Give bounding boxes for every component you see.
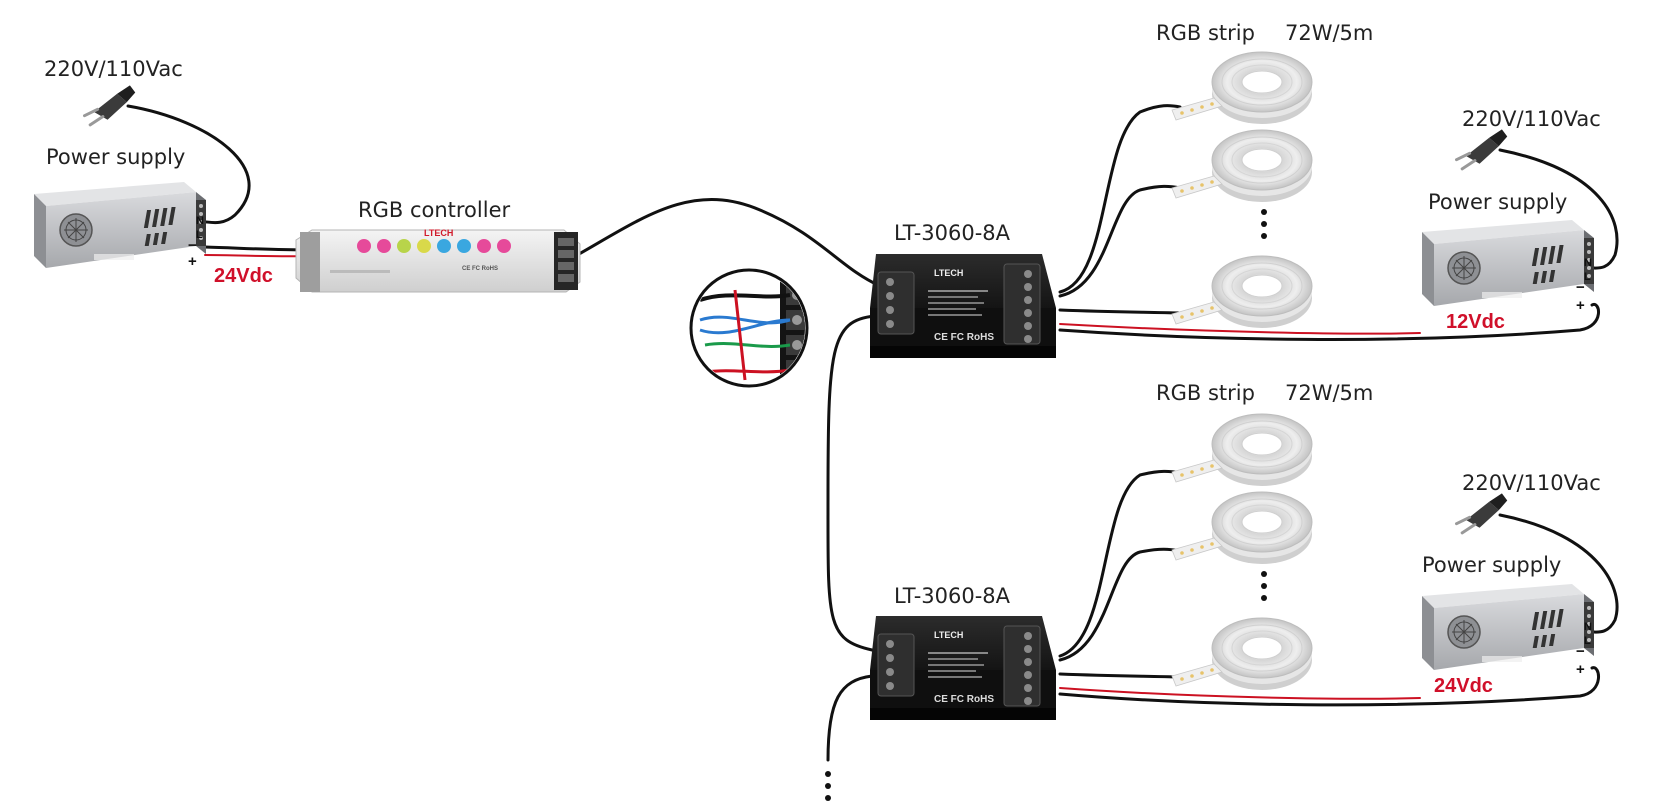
svg-text:CE FC RoHS: CE FC RoHS <box>462 266 498 272</box>
bottom-right-psu-terminal-marks: N L − + <box>1576 621 1592 678</box>
left-psu-label: Power supply <box>46 145 185 169</box>
left-psu-terminal-marks: N L − + <box>188 215 204 270</box>
terminal-l-label: L <box>1584 635 1591 647</box>
wire-signal-cascade <box>826 314 877 652</box>
terminal-n-label: N <box>1584 257 1592 269</box>
wire-pwr-bot <box>1058 666 1600 707</box>
wire-out-top-1 <box>1058 104 1182 294</box>
bottom-amp-model-label: LT-3060-8A <box>894 584 1011 608</box>
bottom-amplifier: LTECH CE FC RoHS <box>869 615 1057 721</box>
wire-mains-top-right <box>1498 148 1619 270</box>
plug-icon <box>1451 491 1513 536</box>
bottom-strip-power: 72W/5m <box>1285 381 1373 405</box>
wire-out-bot-1 <box>1058 469 1182 658</box>
led-reel-icon <box>1171 129 1313 203</box>
rgb-controller: LTECH CE FC RoHS <box>295 228 581 293</box>
bottom-amp-brand: LTECH <box>934 630 963 640</box>
bottom-right-mains-label: 220V/110Vac <box>1462 471 1601 495</box>
top-right-psu-label: Power supply <box>1428 190 1567 214</box>
top-amp-model-label: LT-3060-8A <box>894 221 1011 245</box>
terminal-l-label: L <box>196 229 203 241</box>
wire-out-top-3 <box>1058 308 1182 315</box>
wire-signal-continue <box>826 674 874 762</box>
wire-pwr-bot-red <box>1059 687 1421 700</box>
left-mains-label: 220V/110Vac <box>44 57 183 81</box>
wire-signal-main <box>570 198 882 288</box>
terminal-plus-label: + <box>188 253 197 270</box>
bottom-amp-certs: CE FC RoHS <box>934 694 994 705</box>
magnifier-inset-icon <box>689 268 809 388</box>
top-amplifier: LTECH CE FC RoHS <box>869 253 1057 359</box>
top-right-psu-terminal-marks: N L − + <box>1576 257 1592 314</box>
controller-brand: LTECH <box>424 228 453 238</box>
led-reel-icon <box>1171 255 1313 329</box>
wire-out-bot-3 <box>1058 672 1182 679</box>
wire-out-bot-2 <box>1058 547 1182 662</box>
power-supply-icon <box>33 181 207 269</box>
bottom-right-voltage-label: 24Vdc <box>1434 675 1493 697</box>
led-reel-icon <box>1171 617 1313 691</box>
top-right-voltage-label: 12Vdc <box>1446 311 1505 333</box>
wire-pwr-top <box>1058 302 1600 341</box>
wire-out-top-2 <box>1058 184 1182 298</box>
power-supply-icon <box>1421 583 1595 671</box>
terminal-minus-label: − <box>188 237 197 254</box>
led-reel-icon <box>1171 491 1313 565</box>
terminal-l-label: L <box>1584 271 1591 283</box>
terminal-minus-label: − <box>1576 279 1585 296</box>
led-reel-icon <box>1171 413 1313 487</box>
bottom-strip-label: RGB strip <box>1156 381 1255 405</box>
top-amp-certs: CE FC RoHS <box>934 332 994 343</box>
wire-mains-bot-right <box>1498 513 1619 634</box>
terminal-n-label: N <box>1584 621 1592 633</box>
wire-mains-left <box>126 104 251 225</box>
continuation-dots-icon <box>1261 571 1267 601</box>
left-voltage-label: 24Vdc <box>214 265 273 287</box>
terminal-minus-label: − <box>1576 643 1585 660</box>
controller-label: RGB controller <box>358 198 510 222</box>
led-reel-icon <box>1171 51 1313 125</box>
bottom-right-psu-label: Power supply <box>1422 553 1561 577</box>
top-right-mains-label: 220V/110Vac <box>1462 107 1601 131</box>
top-strip-label: RGB strip <box>1156 21 1255 45</box>
top-amp-brand: LTECH <box>934 268 963 278</box>
power-supply-icon <box>1421 219 1595 307</box>
terminal-plus-label: + <box>1576 661 1585 678</box>
wire-pwr-top-red <box>1059 323 1421 335</box>
terminal-plus-label: + <box>1576 297 1585 314</box>
top-strip-power: 72W/5m <box>1285 21 1373 45</box>
continuation-dots-icon <box>1261 209 1267 239</box>
wires <box>126 104 1619 762</box>
continuation-dots-icon <box>825 771 831 801</box>
terminal-n-label: N <box>196 215 204 227</box>
